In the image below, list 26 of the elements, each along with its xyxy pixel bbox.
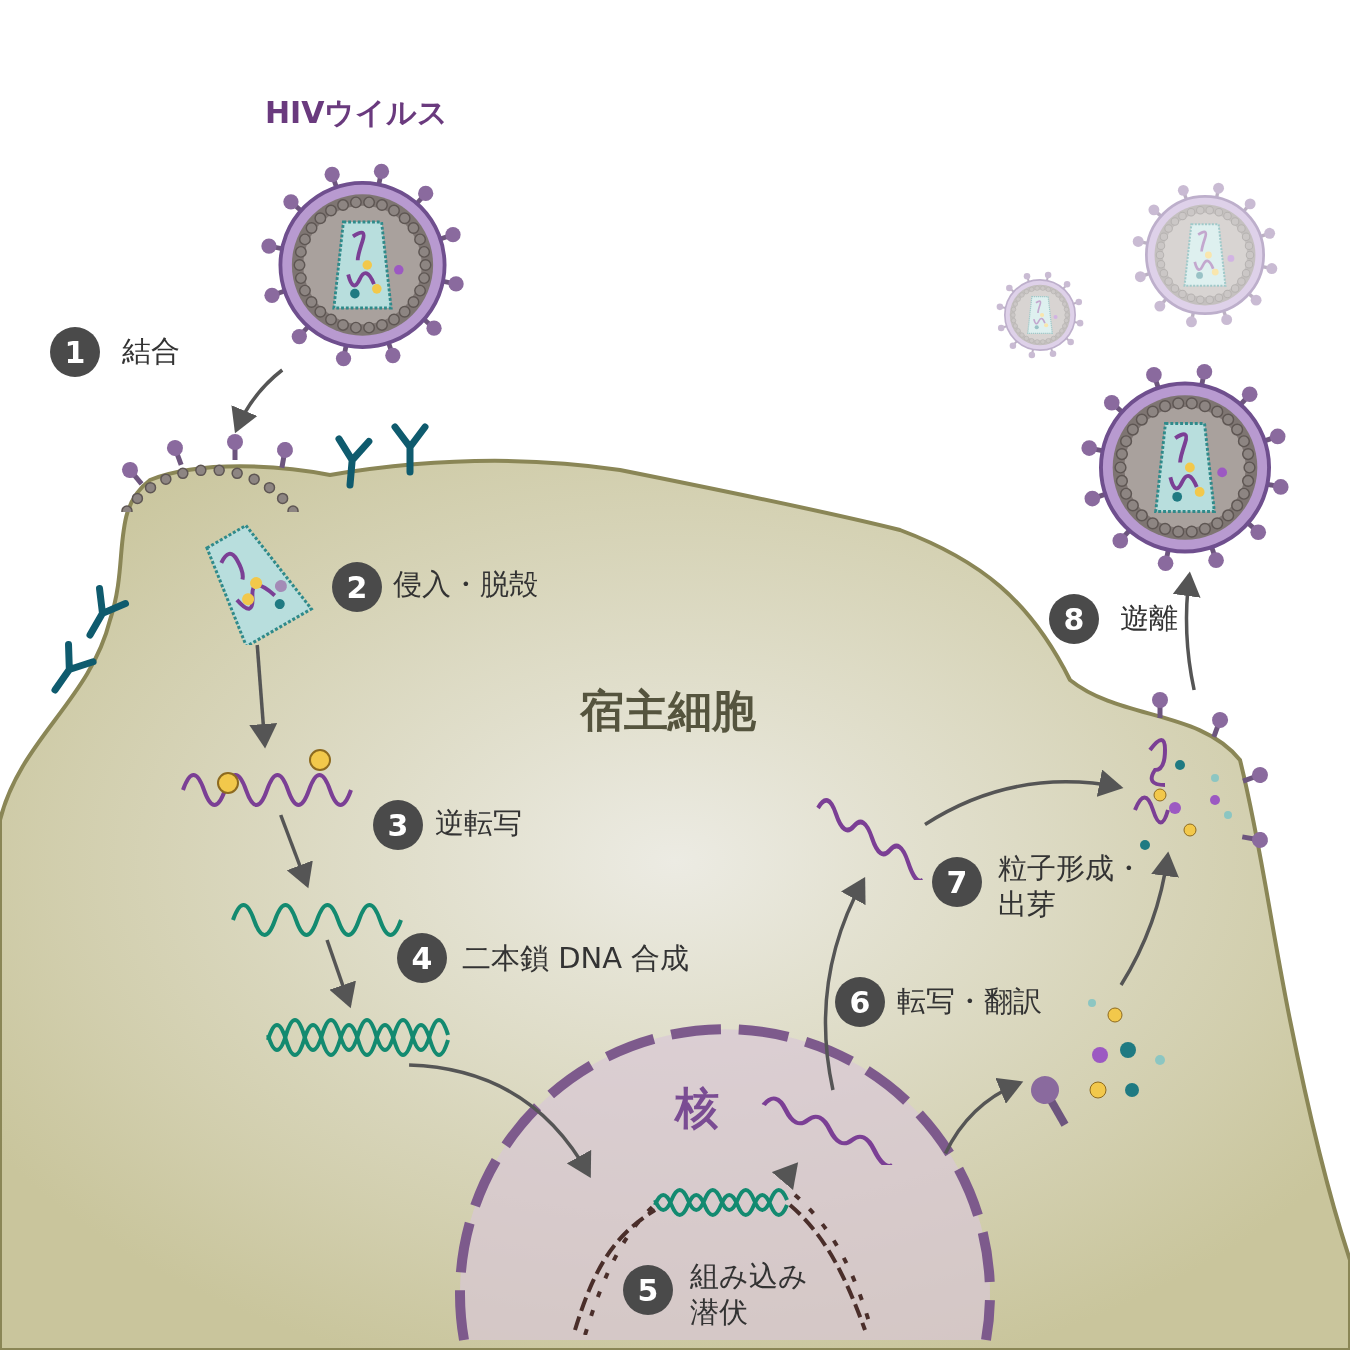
arrow — [232, 368, 284, 434]
arrow — [1119, 851, 1179, 986]
cell-label: 宿主細胞 — [580, 684, 756, 738]
arrow — [823, 876, 867, 1091]
virus-caption: HIVウイルス — [265, 94, 449, 132]
step-label: 侵入・脱殻 — [393, 566, 538, 602]
arrow — [249, 644, 278, 749]
arrow — [924, 770, 1124, 826]
arrow — [325, 939, 356, 1009]
step-label: 結合 — [122, 333, 180, 369]
step-label: 二本鎖 DNA 合成 — [462, 940, 690, 976]
arrow — [279, 814, 313, 889]
step-number-badge: 8 — [1049, 594, 1099, 644]
hiv-virus-drawing — [1130, 180, 1280, 330]
step-label: 粒子形成・出芽 — [998, 850, 1144, 922]
arrow — [1173, 571, 1201, 691]
step-label: 組み込み潜伏 — [690, 1258, 809, 1330]
step-number-badge: 1 — [50, 327, 100, 377]
hiv-virus-drawing — [995, 270, 1085, 360]
arrow — [771, 1162, 799, 1191]
arrow — [943, 1078, 1024, 1155]
step-label: 遊離 — [1120, 600, 1178, 636]
step-label: 転写・翻訳 — [897, 983, 1042, 1019]
step-label: 逆転写 — [435, 805, 522, 841]
nucleus-label: 核 — [675, 1081, 719, 1135]
arrow — [408, 1063, 591, 1178]
